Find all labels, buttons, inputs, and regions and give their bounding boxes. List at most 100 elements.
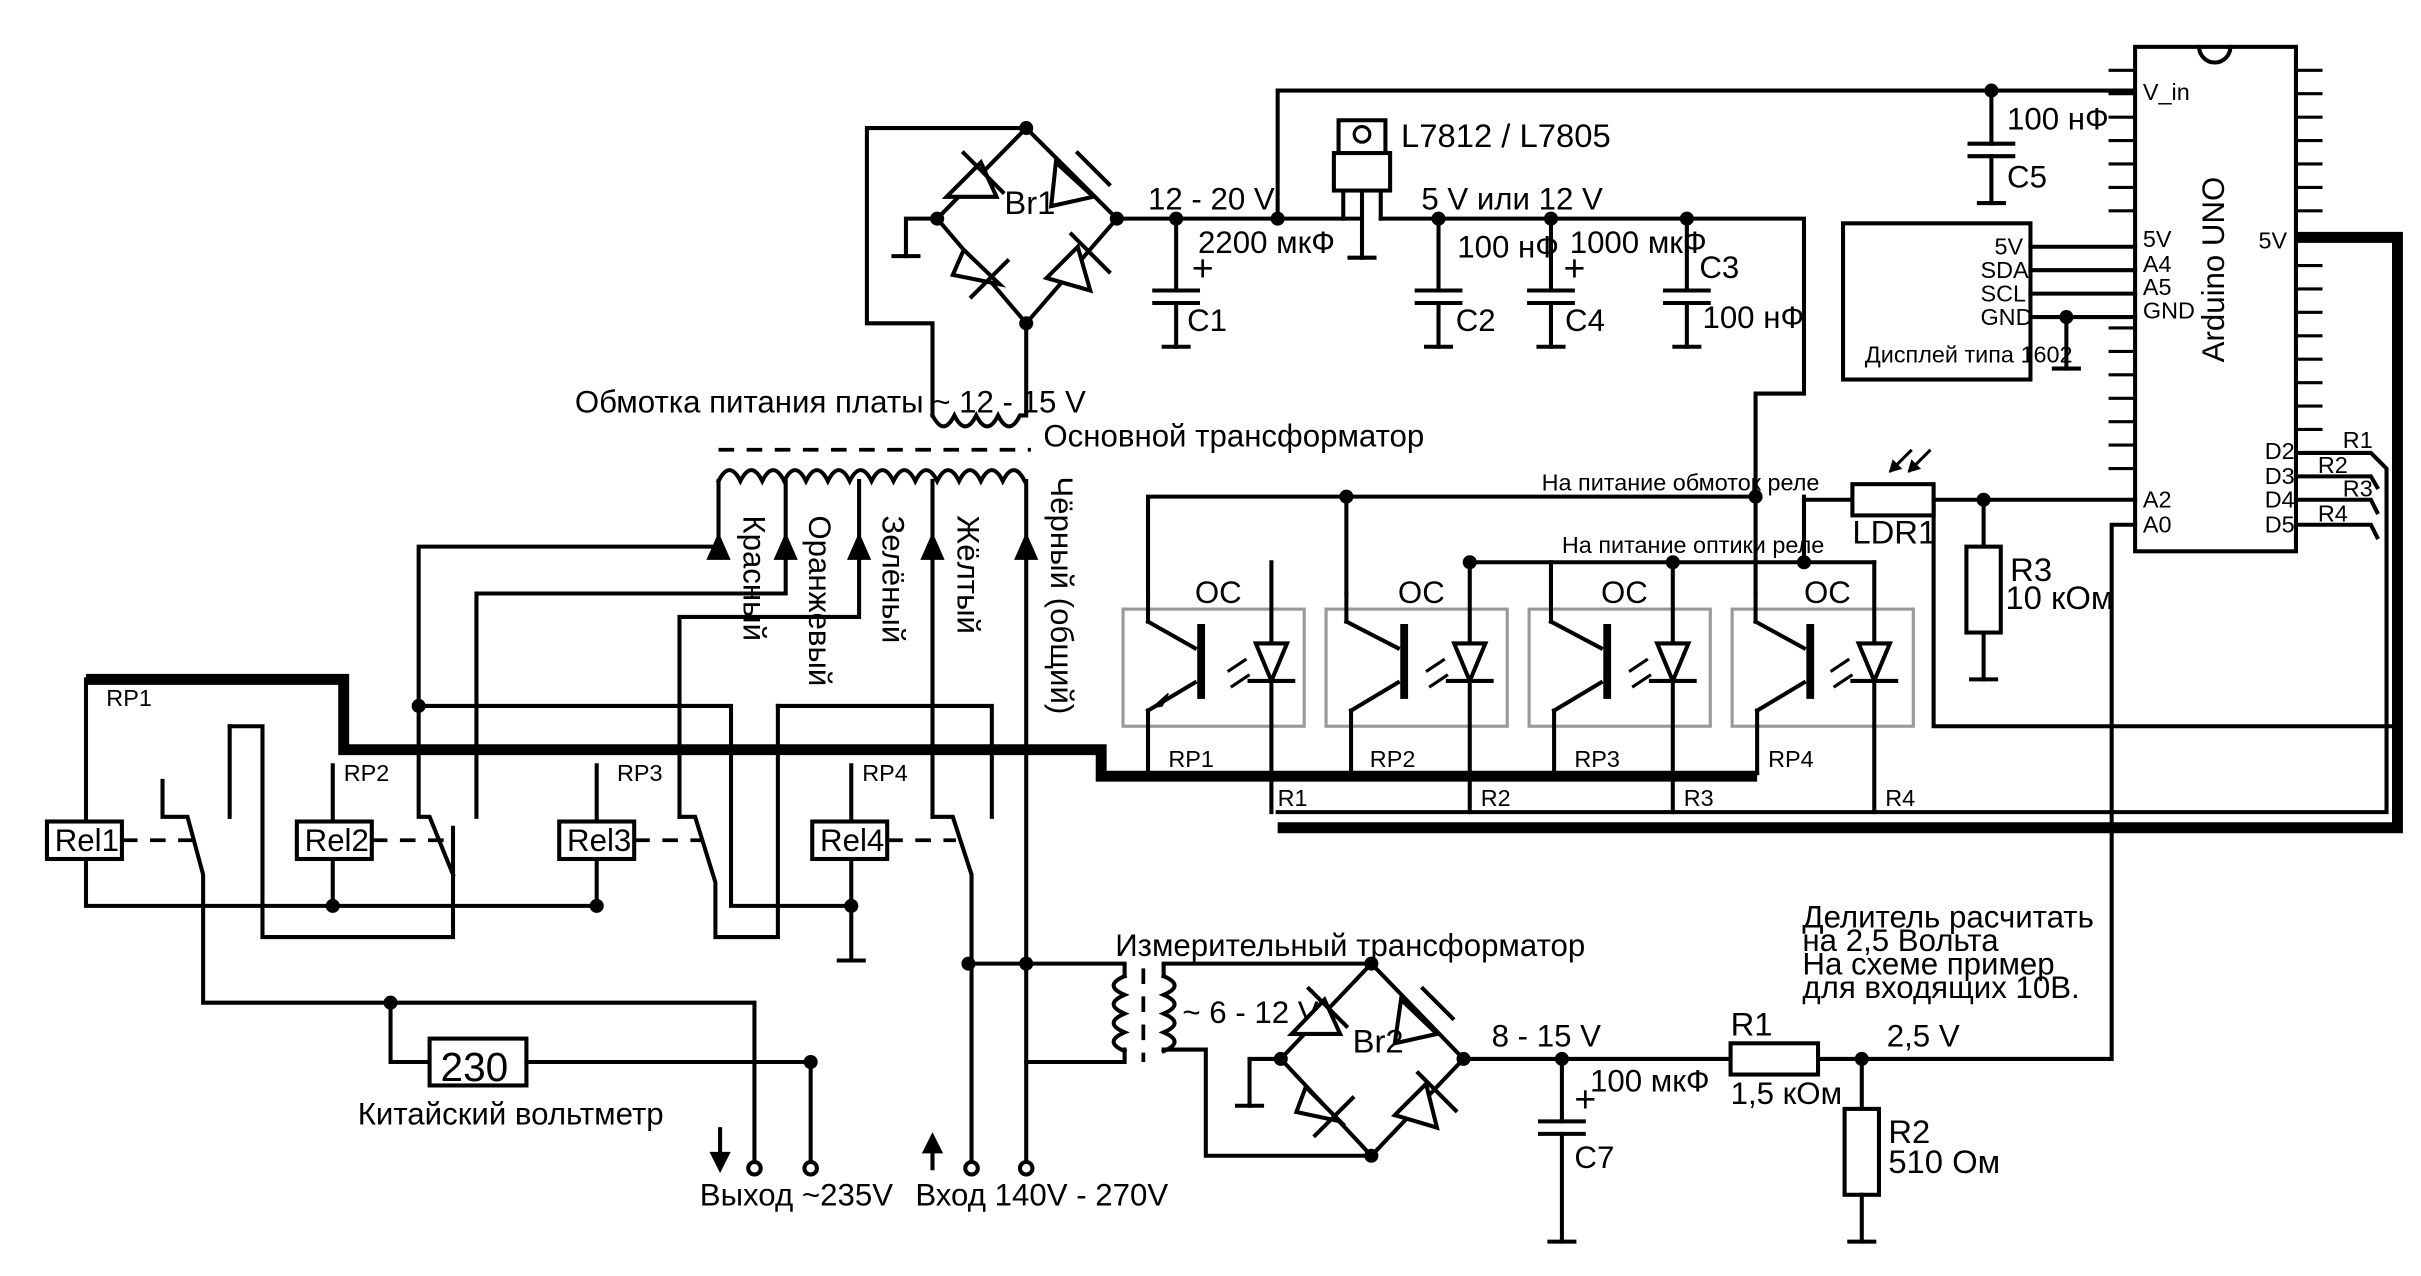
output-label: Выход ~235V: [700, 1178, 893, 1213]
pin-d3: D3: [2265, 463, 2295, 489]
rail-5v-loop: [1277, 231, 2403, 834]
c7-name: C7: [1574, 1140, 1614, 1175]
r3-name: R3: [2010, 551, 2052, 588]
svg-text:На схеме пример: На схеме пример: [1802, 947, 2054, 982]
svg-text:Rel2: Rel2: [305, 823, 369, 858]
c4-name: C4: [1565, 303, 1605, 338]
c4-value: 1000 мкФ: [1570, 225, 1707, 260]
c7-value: 100 мкФ: [1590, 1064, 1710, 1099]
voltmeter-display: [427, 1036, 529, 1088]
c3-name: C3: [1699, 250, 1739, 285]
d3-r2-tag: R2: [2318, 452, 2348, 478]
bridge-ac-left: [864, 126, 1029, 418]
rel2: [294, 819, 374, 862]
pin-a0: A0: [2143, 512, 2172, 538]
arduino-header-pins: [2108, 68, 2323, 471]
reg-out-label: 5 V или 12 V: [1421, 181, 1603, 216]
oc3-r3-tag: R3: [1684, 785, 1714, 811]
r1-value: 1,5 кОм: [1731, 1076, 1842, 1111]
disp-5v: 5V: [1995, 234, 2024, 260]
d2-r1-tag: R1: [2343, 427, 2373, 453]
rel1-coil-wire: [83, 677, 335, 908]
optocoupler-3: OC: [1527, 560, 1712, 815]
oc1-r1-tag: R1: [1278, 785, 1308, 811]
output-arrow-icon: [709, 1151, 731, 1174]
resistor-r2: R2 510 Ом: [1842, 1056, 2000, 1244]
regulator-label: L7812 / L7805: [1401, 117, 1611, 154]
ldr1-label: LDR1: [1852, 514, 1936, 551]
meas-primary-bot: [1024, 1047, 1127, 1065]
pin-a4: A4: [2143, 251, 2172, 277]
br2-label: Br2: [1353, 1023, 1404, 1060]
oc1-rp1-tag: RP1: [1168, 746, 1214, 772]
transformer-taps: Красный Оранжевый Зелёный Жёлтый Чёрный …: [416, 476, 1079, 1166]
c5-value: 100 нФ: [2007, 102, 2109, 137]
oc3-rp3-tag: RP3: [1574, 746, 1620, 772]
svg-text:OC: OC: [1601, 575, 1648, 610]
resistor-r3: R3 10 кОм: [1964, 497, 2113, 682]
rp1-label: RP1: [106, 685, 152, 711]
d4-r3-tag: R3: [2343, 476, 2373, 502]
pin-a2: A2: [2143, 487, 2172, 513]
c5-name: C5: [2007, 159, 2047, 194]
c2-name: C2: [1456, 303, 1496, 338]
c1-name: C1: [1187, 303, 1227, 338]
resistor-r1: R1 1,5 кОм: [1728, 1005, 1842, 1111]
capacitor-c5: 100 нФ C5: [1967, 88, 2109, 206]
svg-text:Rel3: Rel3: [567, 823, 631, 858]
pin-gnd: GND: [2143, 298, 2195, 324]
sig-d5: [2293, 522, 2380, 540]
meas-primary-top: [969, 961, 1127, 979]
c3-value: 100 нФ: [1702, 300, 1804, 335]
voltmeter-value: 230: [441, 1044, 509, 1090]
disp-scl: SCL: [1980, 280, 2026, 306]
meas-winding-label: ~ 6 - 12 V: [1182, 995, 1318, 1030]
optocoupler-1: OC: [1121, 560, 1306, 815]
br1-label: Br1: [1004, 184, 1055, 221]
output-line: [388, 1000, 757, 1166]
input-label: Вход 140V - 270V: [915, 1178, 1168, 1213]
disp-gnd: GND: [1980, 304, 2032, 330]
oc4-rp4-tag: RP4: [1768, 746, 1814, 772]
main-transformer-label: Основной трансформатор: [1043, 419, 1424, 454]
a0-line: [1816, 522, 2138, 1061]
ldr1: [1850, 482, 1936, 518]
r1-name: R1: [1731, 1005, 1773, 1042]
tap-orange-label: Оранжевый: [802, 515, 837, 686]
sig-d2: [1275, 450, 2389, 815]
svg-text:Rel4: Rel4: [820, 823, 884, 858]
pin-5v-left: 5V: [2143, 226, 2172, 252]
oc4-r4-tag: R4: [1885, 785, 1915, 811]
svg-text:OC: OC: [1398, 575, 1445, 610]
ldr-feed: [1931, 497, 2400, 729]
optocoupler-4: OC: [1730, 560, 1915, 815]
oc2-r2-tag: R2: [1481, 785, 1511, 811]
disp-sda: SDA: [1980, 257, 2029, 283]
main-primary-coil: [715, 468, 1028, 486]
svg-text:Rel1: Rel1: [55, 823, 119, 858]
rel4: [810, 819, 890, 862]
capacitor-c2: 100 нФ C2: [1414, 216, 1559, 349]
r2-value: 510 Ом: [1888, 1143, 2000, 1180]
regulated-rail: [1378, 216, 1807, 499]
regulator-l7812: L7812 / L7805: [1331, 117, 1611, 260]
r2-name: R2: [1888, 1113, 1930, 1150]
optics-power-label: На питание оптики реле: [1562, 532, 1824, 558]
arduino-uno: Arduino UNO V_in 5V A4 A5 GND A2 A0 5V D…: [2133, 44, 2298, 554]
display-1602: 5V SDA SCL GND Дисплей типа 1602: [1841, 221, 2073, 382]
svg-text:OC: OC: [1195, 575, 1242, 610]
rp3-label: RP3: [617, 760, 663, 786]
d5-r4-tag: R4: [2318, 501, 2348, 527]
r3-value: 10 кОм: [2005, 579, 2113, 616]
meas-secondary-coil: [1158, 973, 1177, 1054]
tap-red-label: Красный: [737, 515, 772, 641]
voltmeter-label: Китайский вольтметр: [358, 1097, 664, 1132]
pin-vin: V_in: [2143, 79, 2190, 105]
rp4-label: RP4: [862, 760, 908, 786]
svg-text:+: +: [1563, 247, 1585, 289]
power-winding-label: Обмотка питания платы ~ 12 - 15 V: [575, 384, 1086, 419]
svg-text:на 2,5 Вольта: на 2,5 Вольта: [1802, 923, 1999, 958]
tap-black-label: Чёрный (общий): [1044, 476, 1079, 714]
relay-supply-bus: [85, 673, 1758, 782]
